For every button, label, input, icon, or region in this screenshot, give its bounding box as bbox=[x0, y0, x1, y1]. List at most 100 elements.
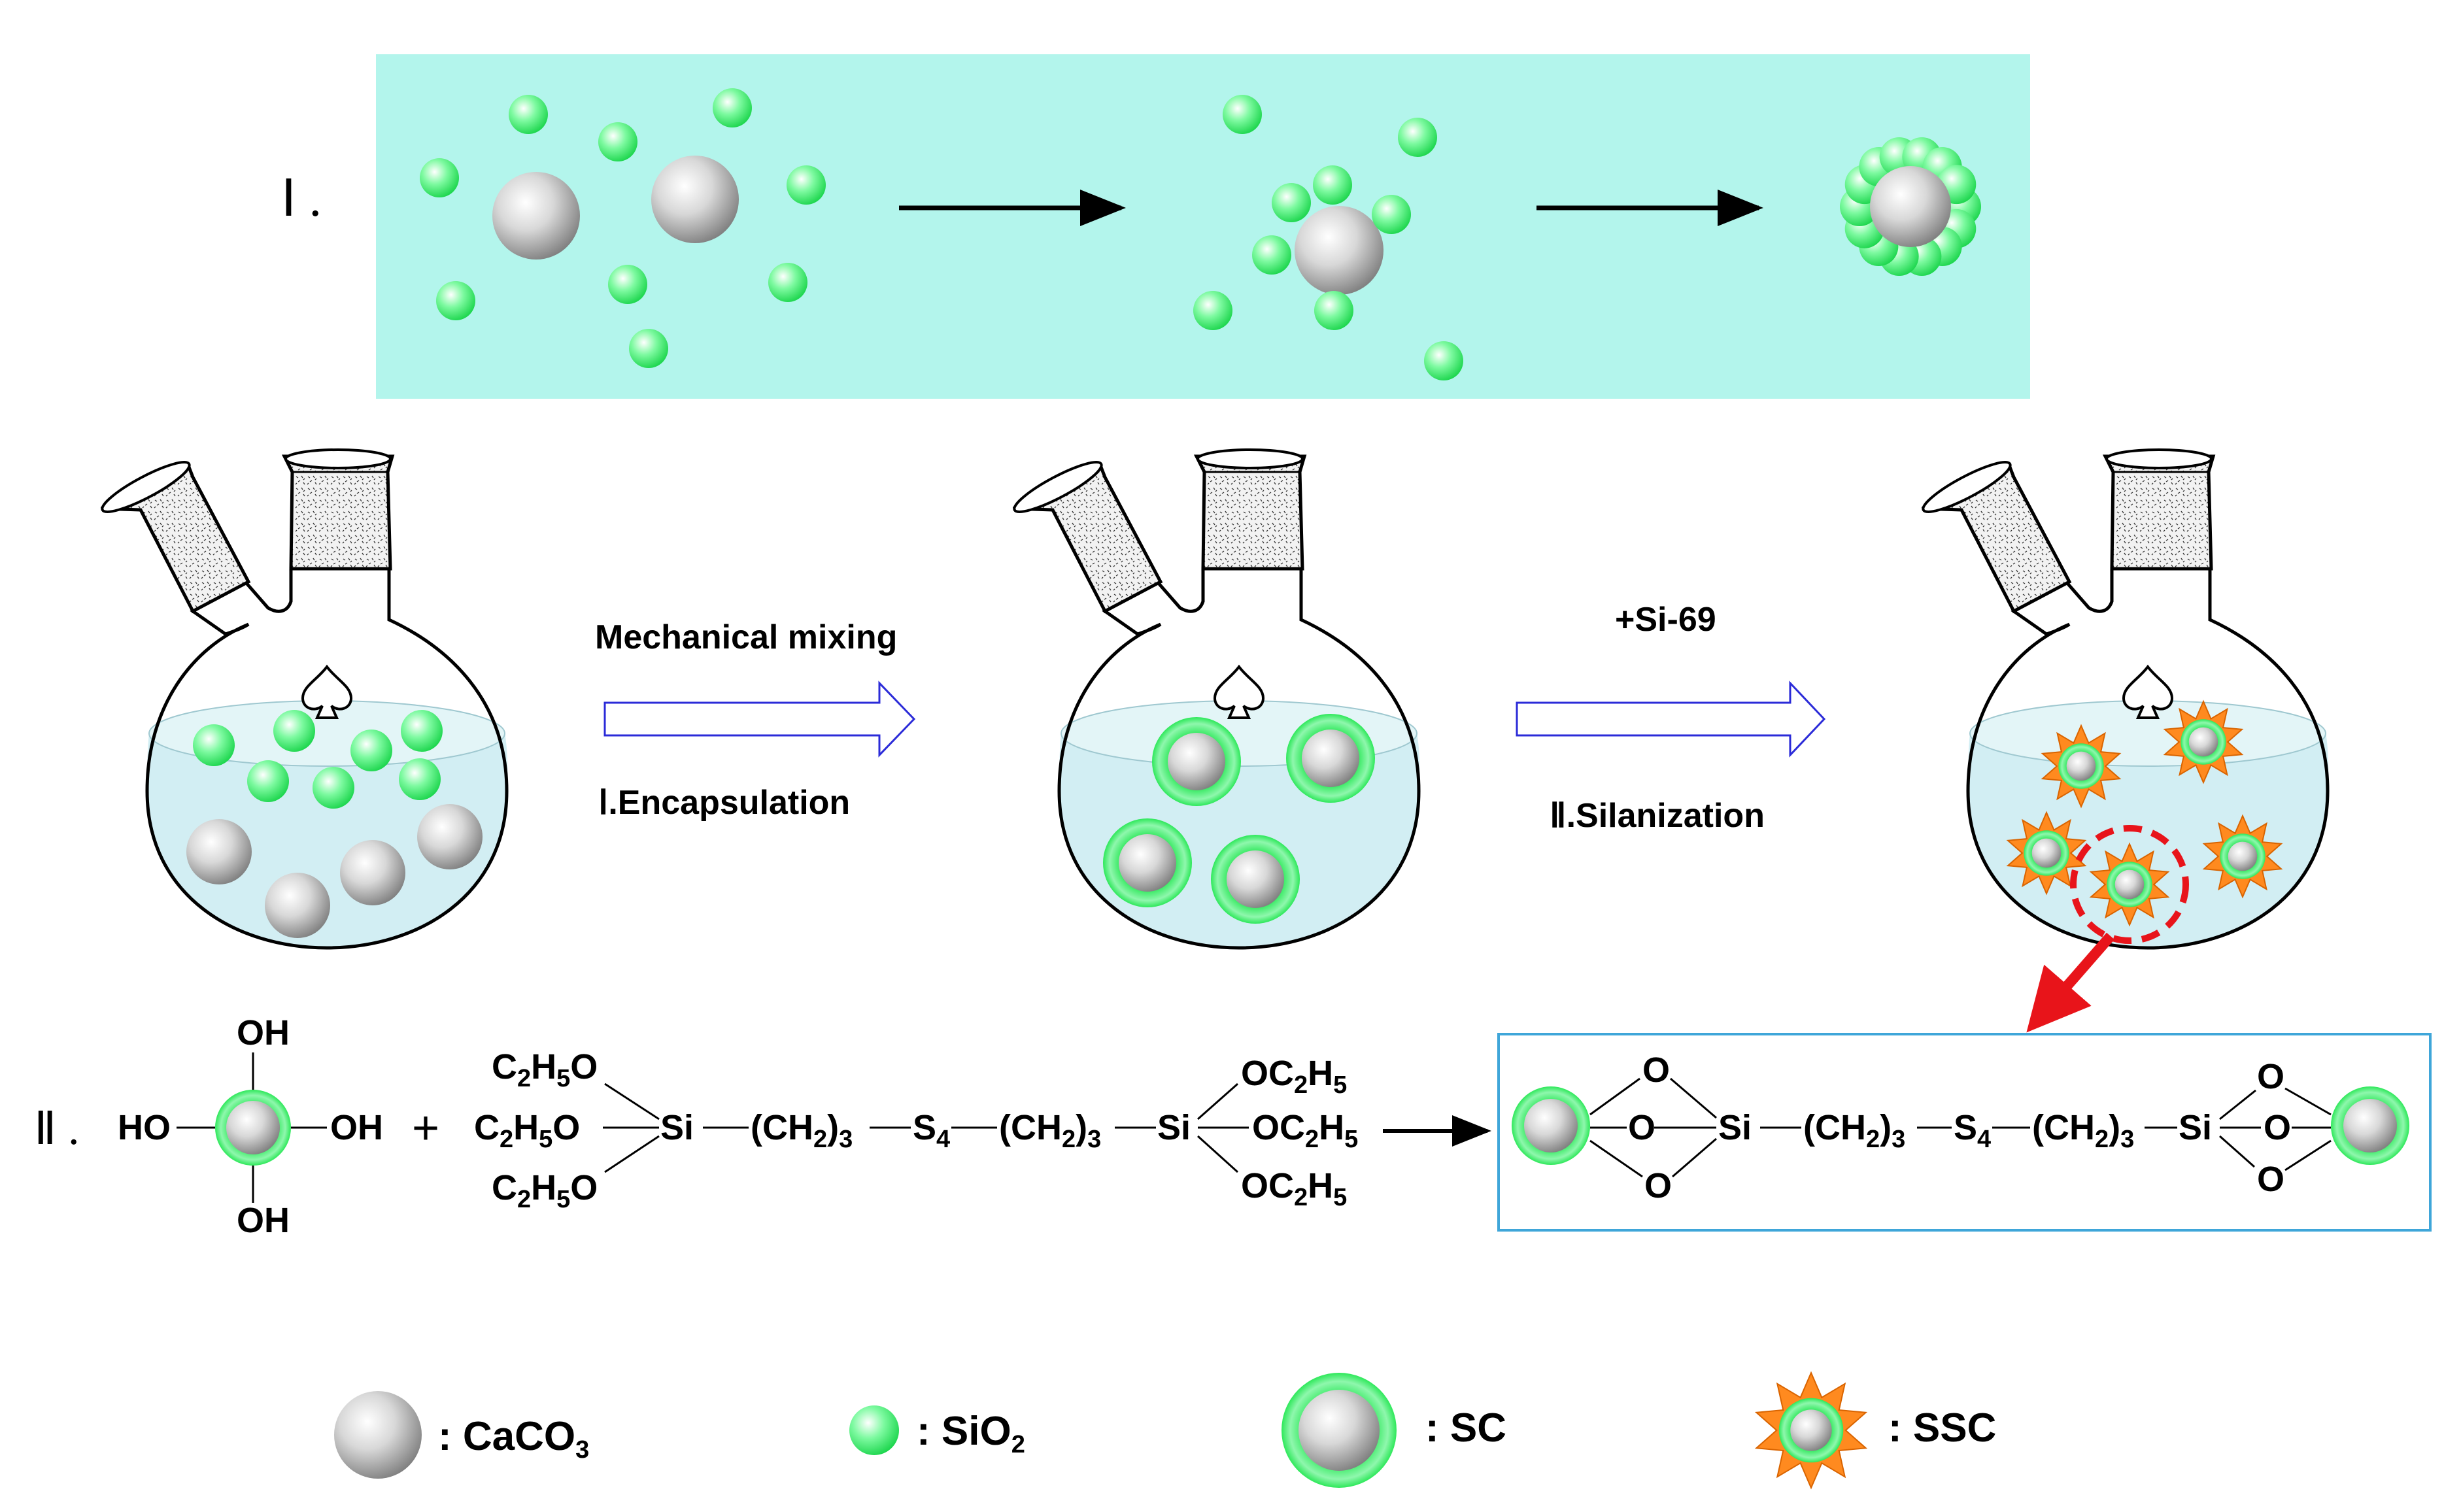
caco3-particle bbox=[186, 819, 252, 884]
caco3-core bbox=[1870, 166, 1951, 247]
sc-core bbox=[1524, 1099, 1578, 1152]
oh-right: OH bbox=[330, 1108, 383, 1147]
o-left-top: O bbox=[1642, 1050, 1670, 1090]
silanization-label: Ⅱ.Silanization bbox=[1550, 797, 1765, 835]
o-right-middle: O bbox=[2264, 1108, 2291, 1147]
si69-label: +Si-69 bbox=[1615, 601, 1716, 639]
sc-core bbox=[2228, 841, 2258, 871]
caco3-particle bbox=[492, 172, 580, 260]
initial-mixture bbox=[420, 88, 826, 368]
legend-sio2-label: : SiO2 bbox=[917, 1409, 1025, 1458]
sio2-particle bbox=[1223, 95, 1262, 134]
legend: : CaCO3 : SiO2 : SC : SSC bbox=[334, 1371, 1996, 1490]
svg-text:(CH2)3: (CH2)3 bbox=[2032, 1108, 2134, 1153]
highlight-circle bbox=[2070, 825, 2189, 944]
sio2-particle bbox=[713, 88, 752, 127]
svg-text:OC2H5: OC2H5 bbox=[1241, 1054, 1347, 1099]
product-tetrasulfide: S4 bbox=[1954, 1108, 1991, 1153]
product-propyl-left: (CH2)3 bbox=[1803, 1108, 1905, 1153]
encapsulated-particle bbox=[1840, 137, 1981, 277]
sio2-particle bbox=[768, 263, 807, 302]
sio2-particle bbox=[1372, 195, 1411, 234]
caco3-legend-icon bbox=[334, 1391, 422, 1479]
stirrer-icon bbox=[301, 664, 353, 719]
sc-core bbox=[2188, 727, 2218, 757]
stage1-panel: Ⅰ . bbox=[281, 54, 2030, 399]
product-structure: O O O Si (CH2)3 S4 (CH2)3 Si O O O bbox=[1497, 1033, 2432, 1232]
legend-ssc-label: : SSC bbox=[1888, 1405, 1996, 1451]
sio2-particle bbox=[509, 95, 548, 134]
svg-text:C2H5O: C2H5O bbox=[492, 1047, 598, 1092]
caco3-particle bbox=[1295, 206, 1383, 295]
oh-bottom: OH bbox=[237, 1201, 290, 1240]
sio2-particle bbox=[1252, 235, 1291, 275]
sc-legend-core bbox=[1298, 1390, 1380, 1471]
svg-text:(CH2)3: (CH2)3 bbox=[751, 1108, 853, 1153]
process-step-1: Mechanical mixing Ⅰ.Encapsulation bbox=[595, 618, 916, 822]
sc-core bbox=[1168, 733, 1225, 790]
propyl-right: (CH2)3 bbox=[999, 1108, 1101, 1153]
mechanical-mixing-label: Mechanical mixing bbox=[595, 618, 897, 656]
legend-caco3-label: : CaCO3 bbox=[438, 1414, 589, 1464]
hollow-arrow-2 bbox=[1516, 680, 1826, 758]
sc-core bbox=[2066, 751, 2096, 781]
svg-text:C2H5O: C2H5O bbox=[474, 1108, 580, 1153]
flask2-contents bbox=[1103, 714, 1375, 924]
ssc-legend-icon bbox=[1754, 1371, 1868, 1490]
svg-text:OC2H5: OC2H5 bbox=[1241, 1166, 1347, 1211]
legend-sio2: : SiO2 bbox=[849, 1405, 1025, 1458]
o-left-bottom: O bbox=[1644, 1166, 1672, 1205]
stirrer-icon bbox=[2122, 664, 2174, 719]
sio2-particle bbox=[420, 158, 459, 197]
stage1-background bbox=[376, 54, 2030, 399]
sio2-particle bbox=[629, 329, 668, 368]
svg-text:(CH2)3: (CH2)3 bbox=[1803, 1108, 1905, 1153]
sio2-particle bbox=[193, 724, 235, 766]
sio2-particle bbox=[608, 265, 647, 304]
o-right-bottom: O bbox=[2257, 1160, 2284, 1199]
ethoxy-right-middle: OC2H5 bbox=[1252, 1108, 1358, 1153]
sio2-particle bbox=[313, 767, 354, 809]
hydroxylated-sc: OH OH HO OH bbox=[118, 1013, 383, 1240]
si69-molecule: C2H5O C2H5O C2H5O Si (CH2)3 S4 (CH2)3 Si… bbox=[474, 1047, 1358, 1213]
stage2-label: Ⅱ . bbox=[34, 1104, 79, 1154]
sio2-particle bbox=[273, 710, 315, 752]
svg-text:S4: S4 bbox=[913, 1108, 950, 1153]
stage1-label: Ⅰ . bbox=[281, 170, 322, 227]
ho-left: HO bbox=[118, 1108, 171, 1147]
sio2-particle bbox=[598, 122, 637, 161]
tetrasulfide: S4 bbox=[913, 1108, 950, 1153]
encapsulation-label: Ⅰ.Encapsulation bbox=[598, 784, 850, 822]
ethoxy-left-top: C2H5O bbox=[492, 1047, 598, 1092]
sc-core bbox=[2114, 869, 2145, 899]
si-product-left: Si bbox=[1718, 1108, 1752, 1147]
legend-sc-label: : SC bbox=[1425, 1405, 1506, 1451]
adsorbing-state bbox=[1193, 95, 1463, 380]
sio2-particle bbox=[1193, 291, 1232, 330]
hollow-arrow-1 bbox=[603, 680, 916, 758]
sio2-particle bbox=[1424, 341, 1463, 380]
sc-core bbox=[1119, 834, 1176, 892]
flask-body bbox=[1057, 567, 1421, 950]
sc-core bbox=[1227, 850, 1284, 908]
sc-core bbox=[2343, 1099, 2397, 1152]
main-neck-stopper bbox=[1193, 454, 1307, 571]
si-left: Si bbox=[660, 1108, 694, 1147]
sio2-particle bbox=[1313, 165, 1352, 205]
stirrer-icon bbox=[1213, 664, 1265, 719]
sio2-particle bbox=[350, 730, 392, 771]
sc-core bbox=[226, 1101, 280, 1154]
flask-body bbox=[1966, 567, 2330, 950]
red-pointer-arrow bbox=[2026, 932, 2115, 1033]
sc-core bbox=[1302, 730, 1359, 787]
sc-core bbox=[1790, 1409, 1832, 1451]
si-product-right: Si bbox=[2179, 1108, 2212, 1147]
ethoxy-right-top: OC2H5 bbox=[1241, 1054, 1347, 1099]
sio2-particle bbox=[401, 710, 443, 752]
caco3-particle bbox=[265, 873, 330, 938]
o-left-middle: O bbox=[1628, 1108, 1655, 1147]
main-neck-stopper bbox=[2102, 454, 2216, 571]
flask3-contents bbox=[2006, 699, 2283, 927]
legend-ssc: : SSC bbox=[1754, 1371, 1996, 1490]
